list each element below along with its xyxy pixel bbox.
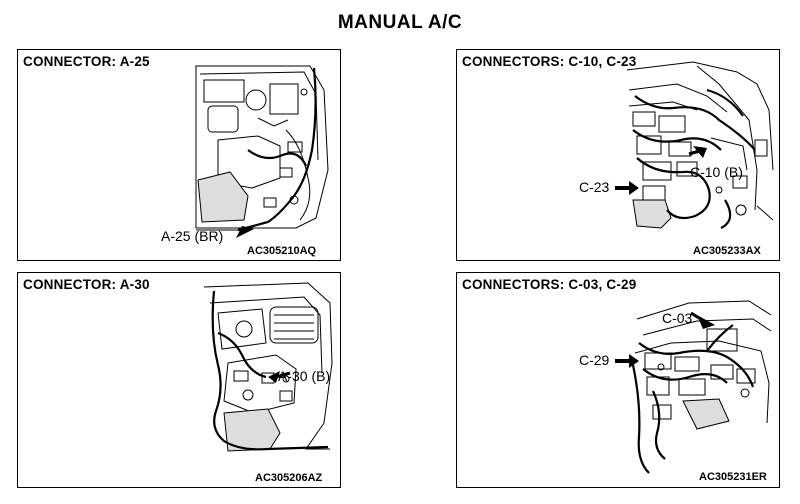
- figure-code: AC305233AX: [693, 245, 761, 257]
- figure-code: AC305231ER: [699, 471, 767, 483]
- engine-bay-illustration: [195, 65, 329, 238]
- connector-panel-a30: CONNECTOR: A-30 A-30 (B) AC305206AZ: [17, 272, 341, 488]
- connector-panel-c10-c23: CONNECTORS: C-10, C-23: [456, 49, 780, 261]
- figure-code: AC305206AZ: [255, 472, 323, 484]
- panel-title: CONNECTORS: C-10, C-23: [462, 54, 637, 69]
- connector-panel-a25: CONNECTOR: A-25 A-25 (BR) AC305210AQ: [17, 49, 341, 261]
- panel-title: CONNECTOR: A-25: [23, 54, 150, 69]
- dashboard-harness-illustration: [615, 300, 772, 474]
- callout-label: C-23: [579, 179, 610, 195]
- callout-label: C-29: [579, 352, 610, 368]
- figure-code: AC305210AQ: [247, 245, 317, 257]
- callout-label: C-10 (B): [690, 164, 743, 180]
- panel-title: CONNECTORS: C-03, C-29: [462, 277, 637, 292]
- panel-title: CONNECTOR: A-30: [23, 277, 150, 292]
- connector-panel-c03-c29: CONNECTORS: C-03, C-29 C: [456, 272, 780, 488]
- callout-label: A-30 (B): [278, 368, 331, 384]
- dashboard-harness-illustration: [615, 61, 774, 229]
- callout-label: C-03: [662, 310, 693, 326]
- callout-label: A-25 (BR): [161, 228, 224, 244]
- page-title: MANUAL A/C: [337, 12, 463, 33]
- engine-bay-illustration: [203, 282, 333, 452]
